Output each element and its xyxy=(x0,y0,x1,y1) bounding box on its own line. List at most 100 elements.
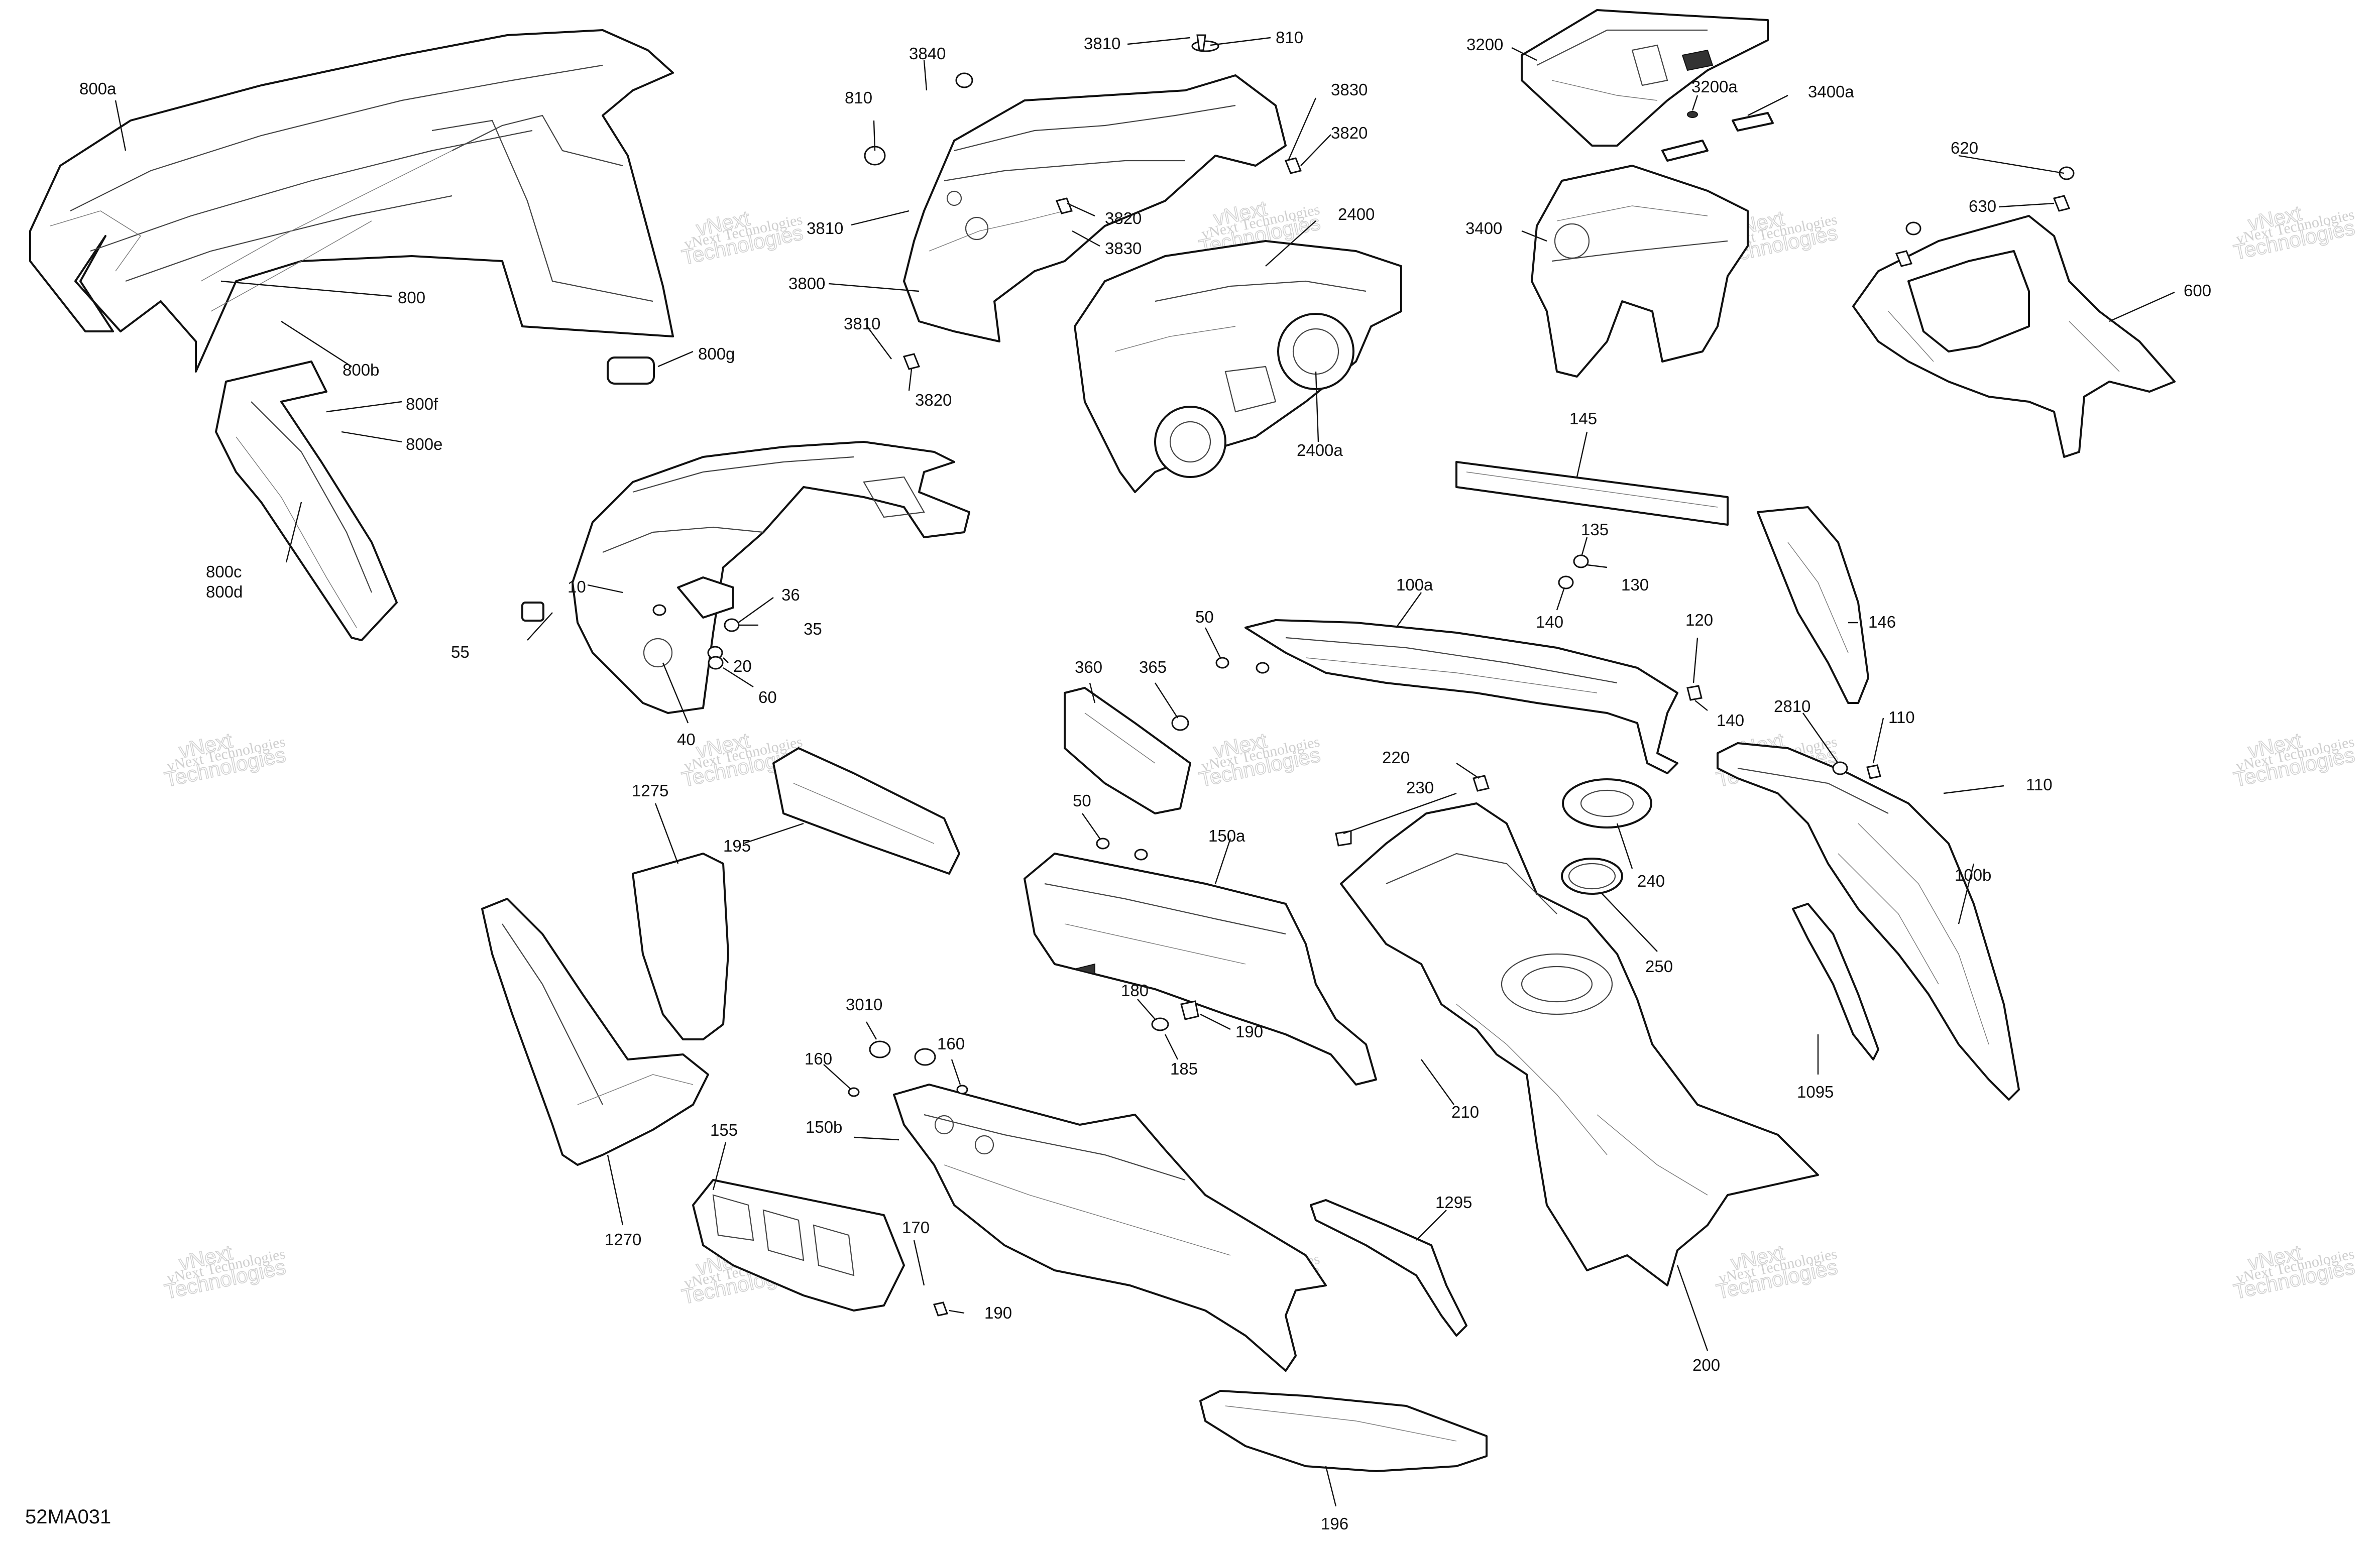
part-10-front-inner-panel xyxy=(521,441,970,714)
callout-145: 145 xyxy=(1569,409,1597,428)
fastener xyxy=(1134,849,1148,861)
part-3200-storage-lid xyxy=(1521,9,1774,162)
callout-200: 200 xyxy=(1692,1356,1720,1374)
callout-2810: 2810 xyxy=(1774,697,1810,716)
fastener xyxy=(1191,40,1219,52)
fastener xyxy=(1472,775,1490,792)
leader-lines xyxy=(115,37,2175,1507)
callout-195: 195 xyxy=(723,837,751,855)
part-360-bracket xyxy=(1064,687,1191,814)
fastener xyxy=(1180,1000,1199,1020)
callout-10: 10 xyxy=(568,577,586,596)
callout-160-a: 160 xyxy=(805,1049,832,1068)
callout-185: 185 xyxy=(1170,1059,1198,1078)
callout-1270: 1270 xyxy=(605,1230,641,1249)
fastener xyxy=(1171,715,1189,731)
callout-3820-right: 3820 xyxy=(1331,124,1368,142)
callout-170: 170 xyxy=(902,1218,930,1237)
part-2400-headlight xyxy=(1074,240,1402,493)
fastener xyxy=(869,1040,891,1058)
callout-365: 365 xyxy=(1139,658,1167,676)
callout-100a: 100a xyxy=(1396,575,1433,594)
fastener xyxy=(1151,1017,1169,1031)
callout-800g: 800g xyxy=(698,344,735,363)
callout-2400: 2400 xyxy=(1338,205,1375,223)
callout-150b: 150b xyxy=(806,1118,842,1136)
callout-3400a: 3400a xyxy=(1808,82,1854,101)
callout-3820-low: 3820 xyxy=(915,391,952,409)
fastener xyxy=(914,1048,936,1066)
callout-360: 360 xyxy=(1075,658,1102,676)
watermark: vNext vNext Technologies Technologies xyxy=(162,1240,288,1304)
part-200-main-body xyxy=(1340,802,1819,1286)
callout-60: 60 xyxy=(758,688,777,706)
part-240-fuel-cap-ring xyxy=(1562,778,1652,828)
part-1275-panel xyxy=(632,853,729,1040)
callout-120: 120 xyxy=(1685,611,1713,629)
fastener xyxy=(2053,195,2071,212)
part-3400-storage-bin xyxy=(1531,165,1749,378)
fastener xyxy=(708,656,724,670)
part-250-o-ring xyxy=(1561,858,1623,895)
watermark: vNext vNext Technologies Technologies xyxy=(1197,728,1323,792)
fastener xyxy=(956,1085,968,1095)
watermark: vNext vNext Technologies Technologies xyxy=(2231,201,2357,265)
callout-130: 130 xyxy=(1621,575,1649,594)
callout-3810-top: 3810 xyxy=(1084,34,1120,53)
watermark: vNext vNext Technologies Technologies xyxy=(2231,728,2357,792)
fastener xyxy=(933,1301,948,1317)
callout-36: 36 xyxy=(781,585,800,604)
callout-50-top: 50 xyxy=(1195,608,1214,626)
callout-220: 220 xyxy=(1382,748,1410,767)
fastener xyxy=(1215,657,1229,669)
callout-155: 155 xyxy=(710,1121,738,1139)
callout-1275: 1275 xyxy=(632,781,668,800)
part-145-trim-strip xyxy=(1455,461,1729,526)
callout-150a: 150a xyxy=(1208,826,1245,845)
fastener-group xyxy=(652,34,2075,1317)
callout-146: 146 xyxy=(1868,613,1896,631)
callout-55: 55 xyxy=(451,643,470,661)
part-3800-headlight-bracket xyxy=(903,74,1287,342)
part-195-trim-strip xyxy=(772,747,960,875)
callout-800: 800 xyxy=(398,288,425,307)
callout-1095: 1095 xyxy=(1797,1083,1834,1101)
callout-800f: 800f xyxy=(406,395,438,413)
callout-3840: 3840 xyxy=(909,44,946,63)
fastener xyxy=(1866,764,1881,779)
fastener xyxy=(1335,830,1352,847)
callout-3810-mid: 3810 xyxy=(807,219,843,238)
callout-35: 35 xyxy=(804,620,822,638)
fastener xyxy=(1096,838,1110,850)
callout-600: 600 xyxy=(2184,281,2211,300)
callout-20: 20 xyxy=(733,657,752,675)
part-146-side-strip xyxy=(1757,506,1869,704)
callout-800b: 800b xyxy=(343,361,379,379)
part-155-grille xyxy=(692,1179,905,1312)
part-100a-upper-side-rail xyxy=(1244,619,1678,774)
callout-3820-mid: 3820 xyxy=(1105,209,1142,227)
callout-800c: 800c xyxy=(206,562,242,581)
part-600-rear-panel xyxy=(1852,215,2176,458)
callout-3830-mid: 3830 xyxy=(1105,239,1142,258)
part-1270-footwell-panel xyxy=(481,898,709,1166)
callout-800d: 800d xyxy=(206,582,243,601)
callout-140-mid: 140 xyxy=(1717,711,1744,730)
callout-230: 230 xyxy=(1406,778,1434,797)
callout-3810-low: 3810 xyxy=(844,314,880,333)
part-1295-trim-strip xyxy=(1310,1199,1467,1337)
callout-630: 630 xyxy=(1969,197,1996,215)
fastener xyxy=(652,604,666,616)
fastener xyxy=(1895,250,1913,267)
fastener xyxy=(1573,554,1589,568)
watermark: vNext vNext Technologies Technologies xyxy=(679,206,806,270)
callout-3200: 3200 xyxy=(1466,35,1503,54)
part-800c-side-panel xyxy=(215,361,398,641)
callout-135: 135 xyxy=(1581,520,1609,539)
fastener xyxy=(1832,761,1848,775)
fastener xyxy=(1284,157,1302,174)
fastener xyxy=(1196,34,1206,51)
part-150b-lower-side-panel xyxy=(893,1084,1327,1372)
fastener xyxy=(1256,662,1270,674)
